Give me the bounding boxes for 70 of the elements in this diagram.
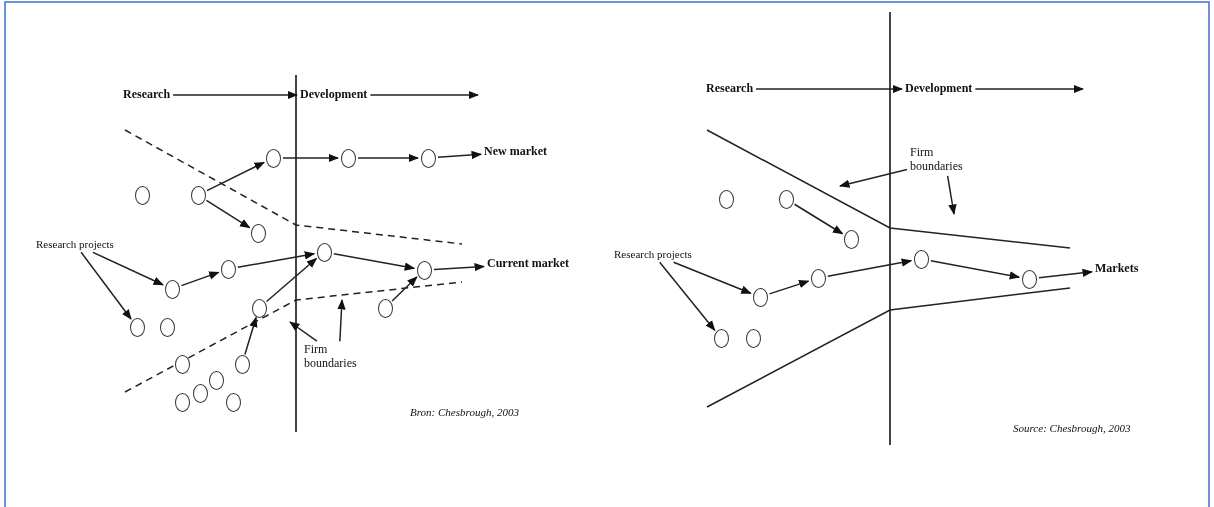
project-circle: [843, 229, 859, 249]
stage-label: New market: [484, 145, 547, 159]
project-circle: [416, 260, 432, 280]
project-circle: [129, 317, 145, 337]
arrow: [244, 316, 258, 356]
project-circle: [718, 189, 734, 209]
arrow: [172, 90, 299, 100]
project-circle: [752, 287, 768, 307]
project-circle: [159, 317, 175, 337]
arrow: [433, 262, 486, 272]
stage-label: Markets: [1095, 262, 1139, 276]
project-circle: [340, 148, 356, 168]
project-circle: [164, 279, 180, 299]
project-circle: [316, 242, 332, 262]
stage-label: Research: [123, 88, 171, 102]
project-circle: [377, 298, 393, 318]
project-circle: [810, 268, 826, 288]
project-circle: [250, 223, 266, 243]
arrow: [437, 150, 483, 160]
arrow: [205, 199, 251, 229]
project-circle: [192, 383, 208, 403]
project-circle: [420, 148, 436, 168]
annotation-label: Research projects: [614, 247, 692, 261]
stage-label: Development: [300, 88, 368, 102]
project-circle: [220, 259, 236, 279]
project-circle: [208, 370, 224, 390]
arrow: [755, 84, 904, 94]
arrow: [946, 175, 957, 216]
project-circle: [174, 392, 190, 412]
project-circle: [778, 189, 794, 209]
arrow: [1038, 268, 1094, 279]
project-circle: [265, 148, 281, 168]
annotation-label: Firm boundaries: [304, 343, 374, 371]
arrow: [974, 84, 1085, 94]
annotation-label: Firm boundaries: [910, 146, 980, 174]
arrow: [357, 153, 420, 163]
project-circle: [913, 249, 929, 269]
arrow: [289, 321, 318, 342]
arrow: [80, 251, 132, 320]
arrow: [237, 251, 316, 268]
arrow: [369, 90, 480, 100]
annotation-label: Research projects: [36, 237, 114, 251]
project-circle: [225, 392, 241, 412]
arrow: [827, 258, 913, 277]
project-circle: [134, 185, 150, 205]
arrow: [337, 298, 346, 342]
stage-label: Research: [706, 82, 754, 96]
arrow: [282, 153, 340, 163]
stage-label: Development: [905, 82, 973, 96]
arrow: [180, 271, 220, 287]
arrow: [672, 261, 752, 294]
project-circle: [190, 185, 206, 205]
arrow: [391, 276, 418, 302]
arrow: [839, 168, 908, 188]
source-note: Bron: Chesbrough, 2003: [410, 405, 519, 419]
arrow: [930, 260, 1021, 280]
arrow: [333, 253, 416, 271]
project-circle: [713, 328, 729, 348]
arrow: [793, 203, 844, 235]
project-circle: [251, 298, 267, 318]
source-note: Source: Chesbrough, 2003: [1013, 421, 1131, 435]
project-circle: [234, 354, 250, 374]
arrow: [265, 257, 318, 303]
arrow: [768, 280, 810, 295]
project-circle: [745, 328, 761, 348]
project-circle: [1021, 269, 1037, 289]
arrow: [206, 161, 265, 192]
project-circle: [174, 354, 190, 374]
stage-label: Current market: [487, 257, 570, 271]
arrow: [658, 261, 716, 332]
